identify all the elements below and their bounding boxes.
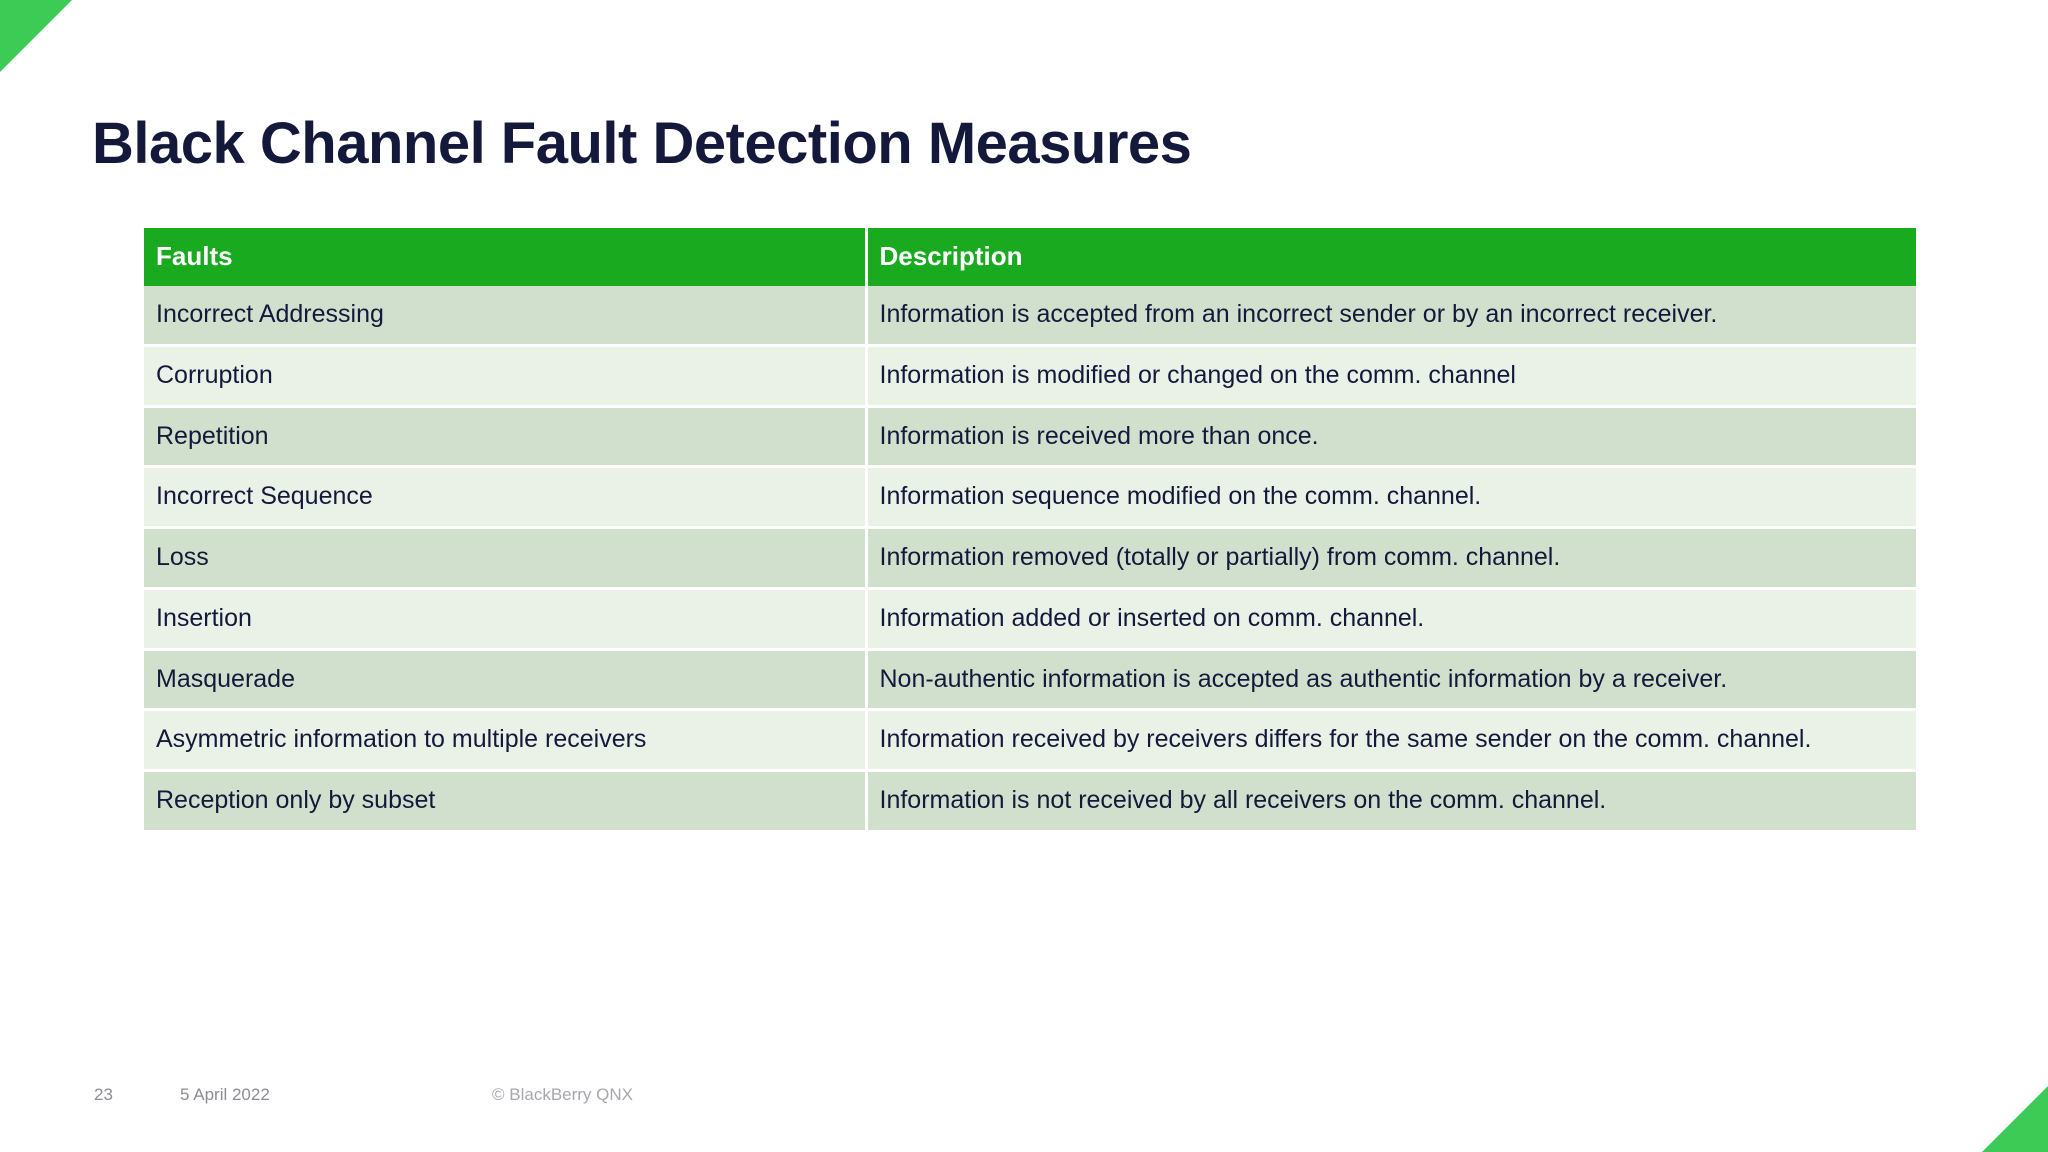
corner-triangle-top-left-icon <box>0 0 72 72</box>
cell-description: Information removed (totally or partiall… <box>866 527 1916 590</box>
column-header-description: Description <box>866 228 1916 286</box>
corner-triangle-bottom-right-icon <box>1982 1086 2048 1152</box>
table-row: Incorrect Addressing Information is acce… <box>144 286 1916 347</box>
table-header: Faults Description <box>144 228 1916 286</box>
slide-footer: 23 5 April 2022 © BlackBerry QNX <box>0 1085 2048 1115</box>
table-row: Asymmetric information to multiple recei… <box>144 709 1916 772</box>
cell-description: Information is received more than once. <box>866 406 1916 469</box>
table-row: Loss Information removed (totally or par… <box>144 527 1916 590</box>
footer-copyright: © BlackBerry QNX <box>492 1085 633 1104</box>
table-row: Reception only by subset Information is … <box>144 770 1916 830</box>
cell-description: Information is not received by all recei… <box>866 770 1916 830</box>
table-row: Insertion Information added or inserted … <box>144 588 1916 651</box>
cell-fault: Insertion <box>144 588 868 651</box>
cell-description: Information is modified or changed on th… <box>866 345 1916 408</box>
cell-fault: Asymmetric information to multiple recei… <box>144 709 868 772</box>
cell-description: Information added or inserted on comm. c… <box>866 588 1916 651</box>
table-row: Repetition Information is received more … <box>144 406 1916 469</box>
cell-fault: Repetition <box>144 406 868 469</box>
page-number: 23 <box>94 1085 113 1104</box>
cell-fault: Masquerade <box>144 649 868 712</box>
cell-description: Information is accepted from an incorrec… <box>866 286 1916 347</box>
fault-detection-table: Faults Description Incorrect Addressing … <box>144 228 1916 830</box>
page-title: Black Channel Fault Detection Measures <box>92 111 1192 176</box>
cell-fault: Corruption <box>144 345 868 408</box>
table-row: Incorrect Sequence Information sequence … <box>144 466 1916 529</box>
table-row: Corruption Information is modified or ch… <box>144 345 1916 408</box>
table-row: Masquerade Non-authentic information is … <box>144 649 1916 712</box>
cell-fault: Incorrect Sequence <box>144 466 868 529</box>
cell-description: Non-authentic information is accepted as… <box>866 649 1916 712</box>
cell-description: Information received by receivers differ… <box>866 709 1916 772</box>
footer-date: 5 April 2022 <box>180 1085 270 1104</box>
cell-fault: Incorrect Addressing <box>144 286 868 347</box>
table-header-row: Faults Description <box>144 228 1916 286</box>
cell-description: Information sequence modified on the com… <box>866 466 1916 529</box>
table-body: Incorrect Addressing Information is acce… <box>144 286 1916 830</box>
fault-table-container: Faults Description Incorrect Addressing … <box>144 228 1916 830</box>
cell-fault: Reception only by subset <box>144 770 868 830</box>
column-header-faults: Faults <box>144 228 868 286</box>
cell-fault: Loss <box>144 527 868 590</box>
